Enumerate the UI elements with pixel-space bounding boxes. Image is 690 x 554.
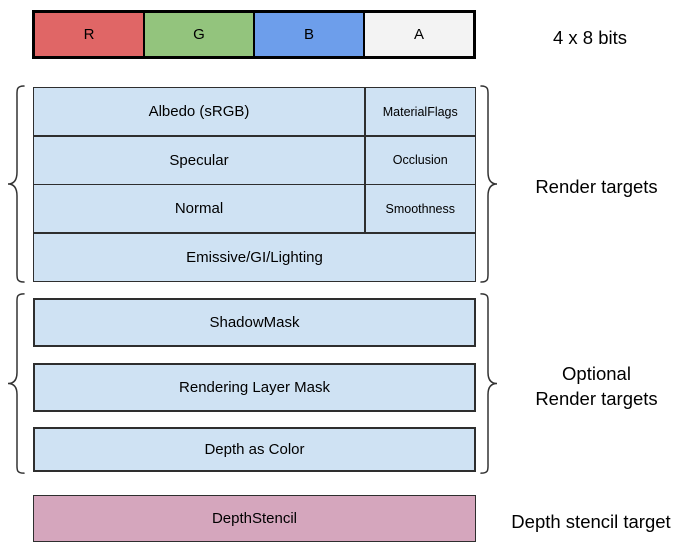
rt-cell-albedo: Albedo (sRGB) — [34, 88, 364, 136]
optional-target-box-rendering-layer-mask: Rendering Layer Mask — [33, 363, 476, 412]
channel-cell-red: R — [35, 13, 143, 56]
optional-label-line2: Render targets — [535, 388, 658, 409]
render-targets-label: Render targets — [535, 176, 658, 197]
rt-cell-specular: Specular — [34, 136, 364, 184]
channel-cell-green: G — [145, 13, 253, 56]
left-brace-render-targets-icon — [6, 84, 26, 284]
rt-cell-emissive: Emissive/GI/Lighting — [34, 233, 475, 281]
rt-cell-smoothness: Smoothness — [365, 185, 475, 233]
depth-stencil-box: DepthStencil — [33, 495, 476, 542]
rgba-channel-bar: R G B A — [32, 10, 476, 59]
bits-caption: 4 x 8 bits — [552, 27, 628, 48]
right-brace-render-targets-icon — [479, 84, 499, 284]
rt-cell-occlusion: Occlusion — [365, 136, 475, 184]
optional-target-box-depth-as-color: Depth as Color — [33, 427, 476, 472]
optional-render-targets-label: Optional Render targets — [503, 361, 690, 411]
channel-cell-blue: B — [255, 13, 363, 56]
channel-cell-alpha: A — [365, 13, 473, 56]
optional-target-box-shadowmask: ShadowMask — [33, 298, 476, 347]
depth-stencil-target-label: Depth stencil target — [511, 511, 671, 532]
right-brace-optional-targets-icon — [479, 292, 499, 475]
rt-cell-materialflags: MaterialFlags — [365, 88, 475, 136]
optional-label-line1: Optional — [562, 363, 631, 384]
render-targets-table: Albedo (sRGB) MaterialFlags Specular Occ… — [33, 87, 476, 282]
rt-cell-normal: Normal — [34, 185, 364, 233]
left-brace-optional-targets-icon — [6, 292, 26, 475]
